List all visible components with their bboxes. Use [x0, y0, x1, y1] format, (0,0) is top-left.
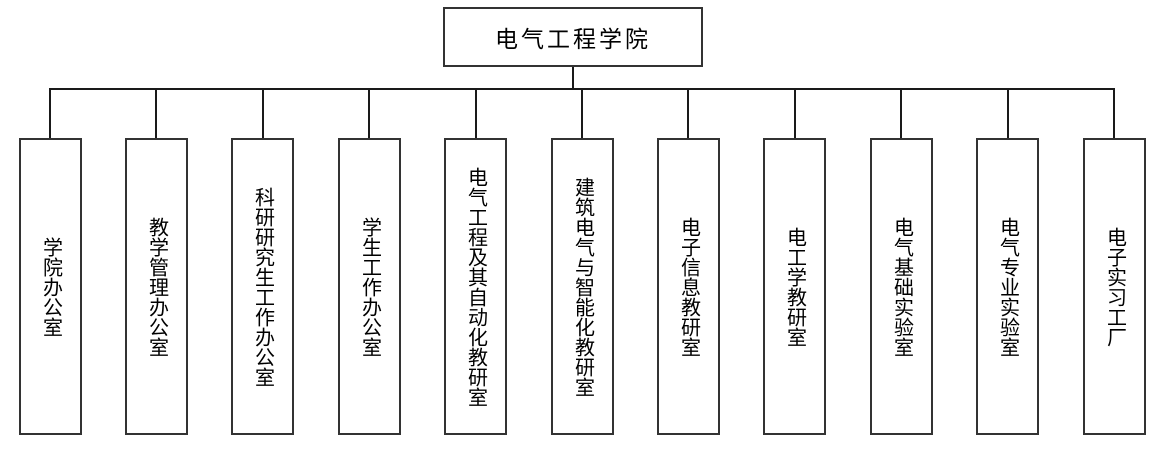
- dept-box-building-electrical-intelligent-teaching: 建筑电气与智能化教研室: [551, 138, 614, 435]
- connector-drop-11: [1113, 88, 1115, 138]
- dept-label: 学生工作办公室: [358, 216, 381, 357]
- connector-drop-6: [581, 88, 583, 138]
- dept-label: 电工学教研室: [783, 226, 806, 347]
- dept-label: 电子实习工厂: [1103, 226, 1126, 347]
- connector-drop-4: [368, 88, 370, 138]
- connector-drop-8: [794, 88, 796, 138]
- dept-box-research-graduate-office: 科研研究生工作办公室: [231, 138, 294, 435]
- root-box: 电气工程学院: [443, 7, 703, 67]
- dept-box-electrical-professional-lab: 电气专业实验室: [976, 138, 1039, 435]
- root-label: 电气工程学院: [495, 27, 651, 52]
- connector-drop-9: [900, 88, 902, 138]
- connector-drop-5: [475, 88, 477, 138]
- connector-drop-10: [1007, 88, 1009, 138]
- connector-drop-7: [687, 88, 689, 138]
- connector-stem: [572, 67, 574, 88]
- connector-drop-2: [155, 88, 157, 138]
- dept-label: 教学管理办公室: [145, 216, 168, 357]
- dept-box-electrical-automation-teaching: 电气工程及其自动化教研室: [444, 138, 507, 435]
- dept-label: 电气工程及其自动化教研室: [464, 166, 487, 407]
- dept-box-teaching-management-office: 教学管理办公室: [125, 138, 188, 435]
- dept-box-electrical-foundation-lab: 电气基础实验室: [870, 138, 933, 435]
- dept-box-student-affairs-office: 学生工作办公室: [338, 138, 401, 435]
- dept-box-college-office: 学院办公室: [19, 138, 82, 435]
- dept-label: 科研研究生工作办公室: [251, 186, 274, 387]
- dept-box-electrotechnics-teaching: 电工学教研室: [763, 138, 826, 435]
- connector-drop-1: [49, 88, 51, 138]
- dept-label: 学院办公室: [39, 236, 62, 337]
- dept-label: 建筑电气与智能化教研室: [571, 176, 594, 397]
- dept-label: 电气基础实验室: [890, 216, 913, 357]
- connector-drop-3: [262, 88, 264, 138]
- dept-label: 电子信息教研室: [677, 216, 700, 357]
- dept-label: 电气专业实验室: [996, 216, 1019, 357]
- dept-box-electronic-information-teaching: 电子信息教研室: [657, 138, 720, 435]
- dept-box-electronics-practice-factory: 电子实习工厂: [1083, 138, 1146, 435]
